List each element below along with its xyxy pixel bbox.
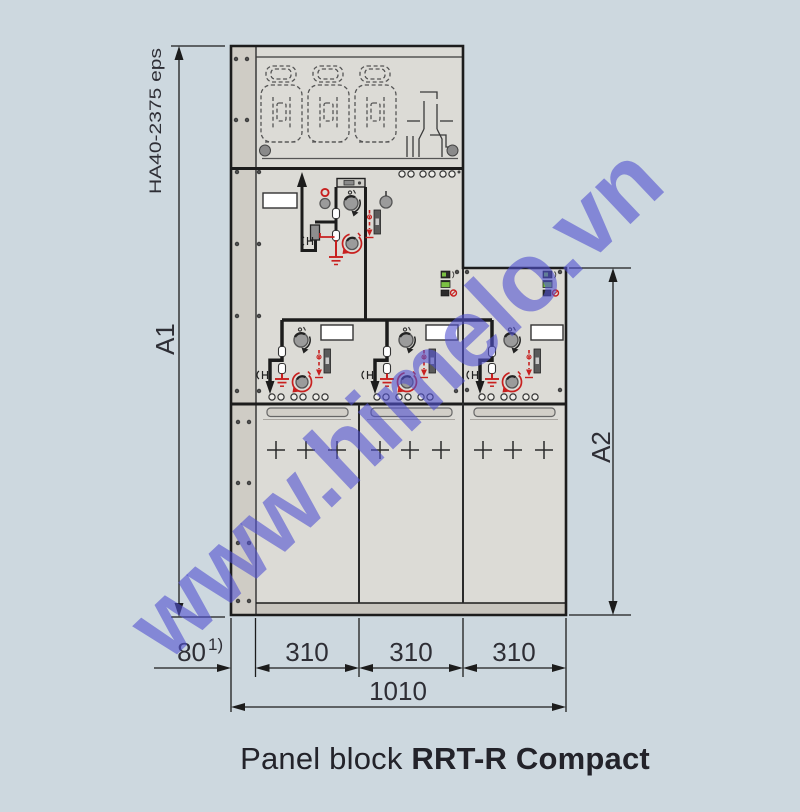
dimension-a2 <box>569 267 631 616</box>
cable-termination-compartment <box>259 65 459 160</box>
dim-310-2: 310 <box>389 637 432 667</box>
dimension-a1 <box>171 45 225 618</box>
figure-caption: Panel block RRT-R Compact <box>145 741 745 777</box>
gland-right <box>446 144 459 157</box>
mimic-upper-unit <box>262 170 461 320</box>
interlock-lever <box>373 209 381 235</box>
dim-1010: 1010 <box>369 676 427 706</box>
dim-310-3: 310 <box>492 637 535 667</box>
dim-a1-label: A1 <box>150 323 180 355</box>
gland-left <box>259 144 271 157</box>
cabinet-outline <box>229 44 568 617</box>
dim-80-label: 80 <box>177 637 206 667</box>
caption-model: RRT-R Compact <box>411 741 650 776</box>
dim-310-1: 310 <box>285 637 328 667</box>
bottom-dimensions <box>154 618 567 712</box>
base-strip <box>256 603 566 615</box>
label-plate <box>262 192 298 209</box>
mounting-strip <box>231 46 256 615</box>
dim-80-note: 1) <box>208 635 223 654</box>
red-indicator <box>320 187 330 198</box>
dim-a2-label: A2 <box>586 431 616 463</box>
vertical-source-label: HA40-2375 eps <box>146 48 165 194</box>
caption-prefix: Panel block <box>240 741 403 776</box>
switch-symbol <box>406 91 453 157</box>
fuse-symbol <box>309 224 321 241</box>
